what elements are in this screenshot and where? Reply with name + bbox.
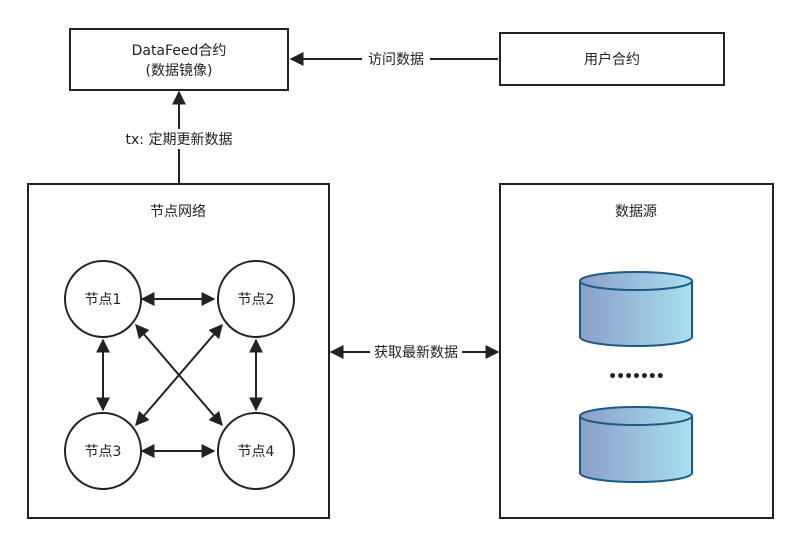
user-contract-label: 用户合约 [584, 51, 640, 68]
datafeed-contract-subtitle: (数据镜像) [146, 63, 213, 79]
edge-tx-update-label: tx: 定期更新数据 [126, 132, 233, 148]
edge-tx-update: tx: 定期更新数据 [118, 90, 240, 184]
edge-access-data: 访问数据 [289, 49, 498, 69]
node-3-label: 节点3 [85, 444, 122, 460]
node-4-label: 节点4 [238, 444, 275, 460]
user-contract-box: 用户合约 [499, 32, 725, 86]
datafeed-contract-box: DataFeed合约 (数据镜像) [69, 28, 289, 91]
database-icon [579, 271, 693, 347]
node-1-label: 节点1 [85, 292, 122, 308]
edge-fetch-latest: 获取最新数据 [329, 342, 500, 362]
node-4: 节点4 [217, 412, 295, 490]
node-network-title: 节点网络 [150, 204, 206, 220]
edge-fetch-latest-label: 获取最新数据 [374, 345, 458, 361]
node-2-label: 节点2 [238, 292, 275, 308]
edge-access-data-label: 访问数据 [368, 52, 424, 68]
database-icon [579, 406, 693, 483]
database-ellipsis: ••••••• [608, 369, 664, 385]
node-1: 节点1 [64, 260, 142, 338]
edge-node2-node3 [135, 323, 223, 427]
node-edges [96, 292, 263, 458]
node-3: 节点3 [64, 412, 142, 490]
node-2: 节点2 [217, 260, 295, 338]
data-source-title: 数据源 [615, 204, 657, 220]
datafeed-contract-title: DataFeed合约 [132, 43, 227, 59]
